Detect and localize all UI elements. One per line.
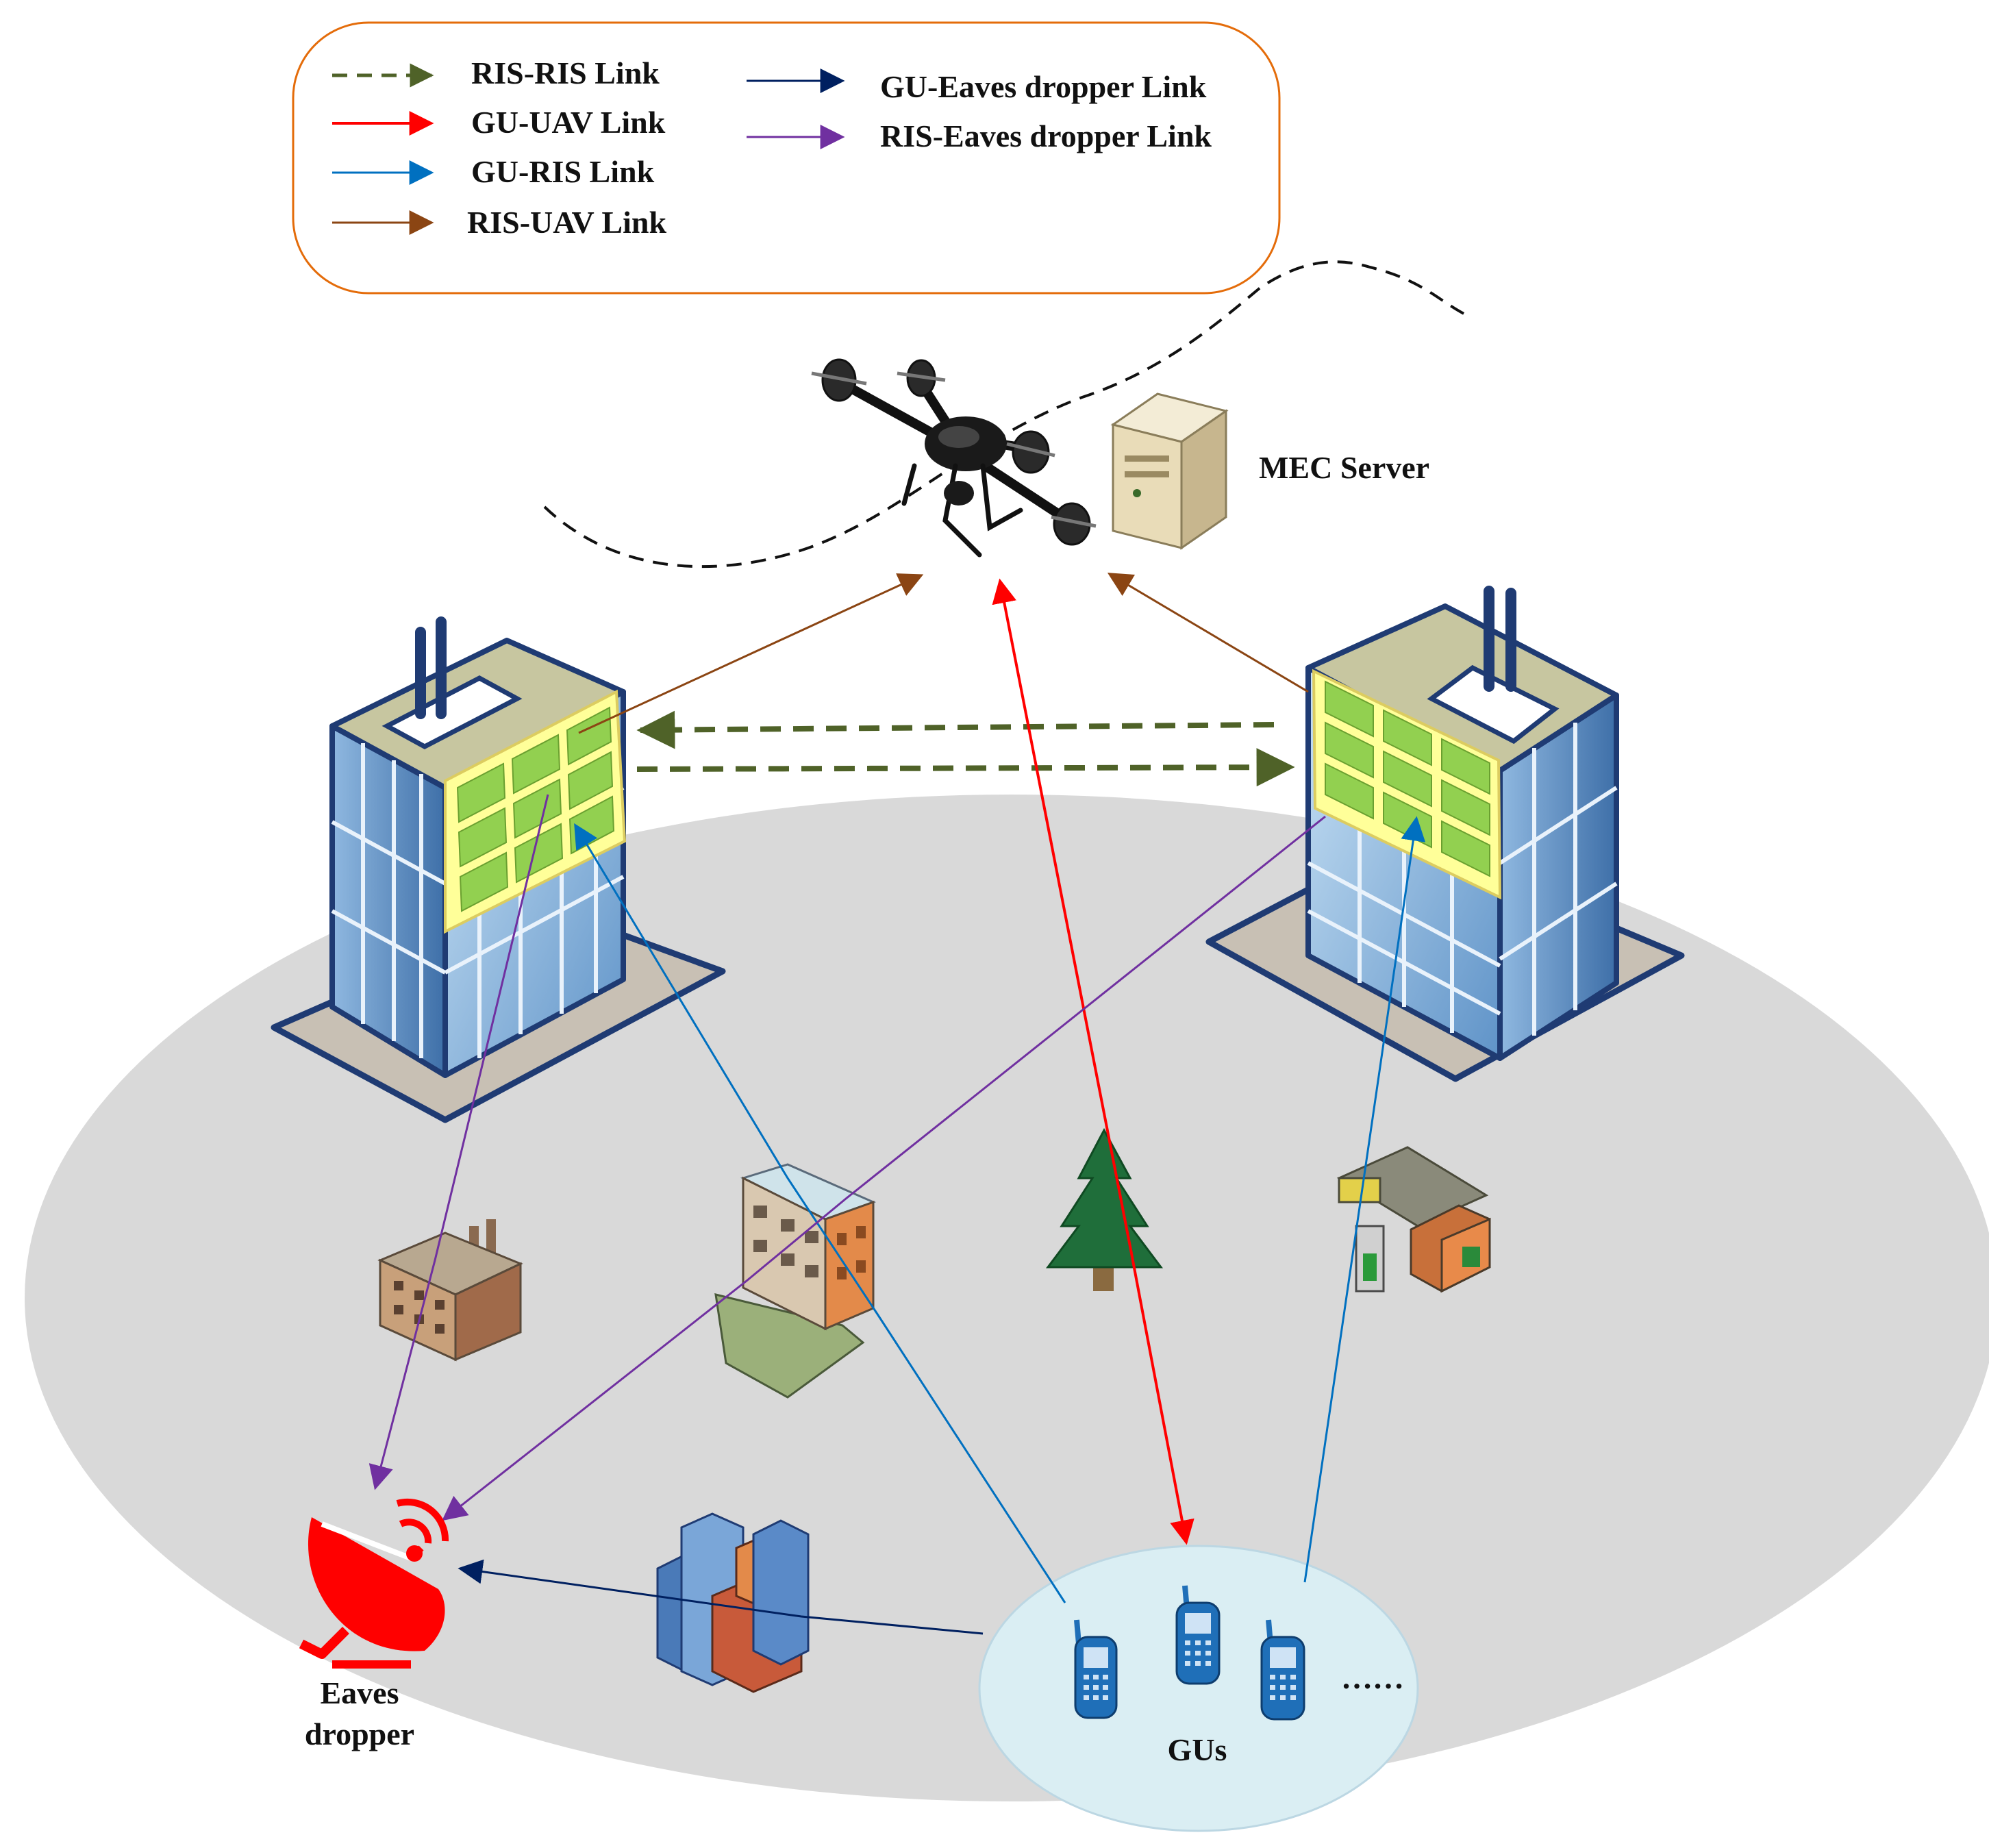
legend-label-ris-eavesdropper: RIS-Eaves dropper Link xyxy=(880,118,1212,153)
gu-ris-link-right xyxy=(1303,816,1426,1583)
links xyxy=(368,573,1426,1635)
gu-eavesdropper-link xyxy=(458,1559,984,1635)
legend-label-gu-eavesdropper: GU-Eaves dropper Link xyxy=(880,69,1207,104)
eavesdropper-label-line2: dropper xyxy=(305,1716,414,1751)
legend-item-gu-eavesdropper: GU-Eaves dropper Link xyxy=(747,68,1207,104)
legend-item-ris-uav: RIS-UAV Link xyxy=(332,205,666,240)
gu-ellipsis: …… xyxy=(1341,1660,1404,1695)
legend-label-gu-uav: GU-UAV Link xyxy=(471,105,666,140)
roof-box-left xyxy=(381,675,523,749)
mec-server-label: MEC Server xyxy=(1259,450,1429,485)
legend-item-ris-ris: RIS-RIS Link xyxy=(332,55,660,90)
mobile-phone-icon xyxy=(1074,1619,1118,1719)
city-icon xyxy=(656,1512,810,1693)
uav-trajectory xyxy=(543,260,1470,569)
ris-panel-right xyxy=(1312,669,1502,900)
gas-station-icon xyxy=(1336,1146,1491,1293)
ris-eavesdropper-link-left xyxy=(368,794,549,1490)
ris-ris-link-to-left xyxy=(636,710,1275,749)
gu-uav-link-up xyxy=(992,578,1133,1254)
legend-label-gu-ris: GU-RIS Link xyxy=(471,154,655,189)
gus-label: GUs xyxy=(1168,1732,1227,1767)
apartment-icon xyxy=(714,1163,877,1399)
tree-icon xyxy=(1046,1127,1163,1291)
antenna-left-1 xyxy=(415,627,426,719)
mobile-phone-icon xyxy=(1175,1585,1221,1685)
antenna-left-2 xyxy=(436,616,447,719)
legend: RIS-RIS Link GU-UAV Link GU-RIS Link RIS… xyxy=(292,21,1281,295)
ris-building-right xyxy=(1205,586,1685,1082)
mobile-phone-icon xyxy=(1260,1619,1305,1721)
antenna-right-2 xyxy=(1505,588,1516,692)
ris-eavesdropper-link-right xyxy=(442,815,1326,1521)
eavesdropper-label-line1: Eaves xyxy=(321,1675,399,1710)
ris-panel-left xyxy=(444,689,627,934)
ris-uav-link-left xyxy=(578,573,924,734)
gu-ris-link-left xyxy=(574,823,1066,1603)
legend-item-gu-uav: GU-UAV Link xyxy=(332,105,666,140)
ris-building-left xyxy=(271,616,726,1123)
roof-box-right xyxy=(1427,664,1560,745)
server-icon xyxy=(1110,392,1229,550)
ris-uav-link-right xyxy=(1107,573,1309,693)
gu-zone xyxy=(978,1545,1419,1832)
drone-icon xyxy=(811,358,1097,558)
legend-item-ris-eavesdropper: RIS-Eaves dropper Link xyxy=(747,118,1212,153)
legend-label-ris-uav: RIS-UAV Link xyxy=(467,205,666,240)
factory-icon xyxy=(377,1219,523,1362)
satellite-dish-icon xyxy=(299,1498,449,1669)
legend-box xyxy=(292,21,1281,295)
gu-uav-link-down xyxy=(1130,1253,1194,1545)
antenna-right-1 xyxy=(1484,586,1494,692)
legend-label-ris-ris: RIS-RIS Link xyxy=(471,55,660,90)
legend-item-gu-ris: GU-RIS Link xyxy=(332,154,655,189)
ris-ris-link-to-right xyxy=(636,748,1295,787)
